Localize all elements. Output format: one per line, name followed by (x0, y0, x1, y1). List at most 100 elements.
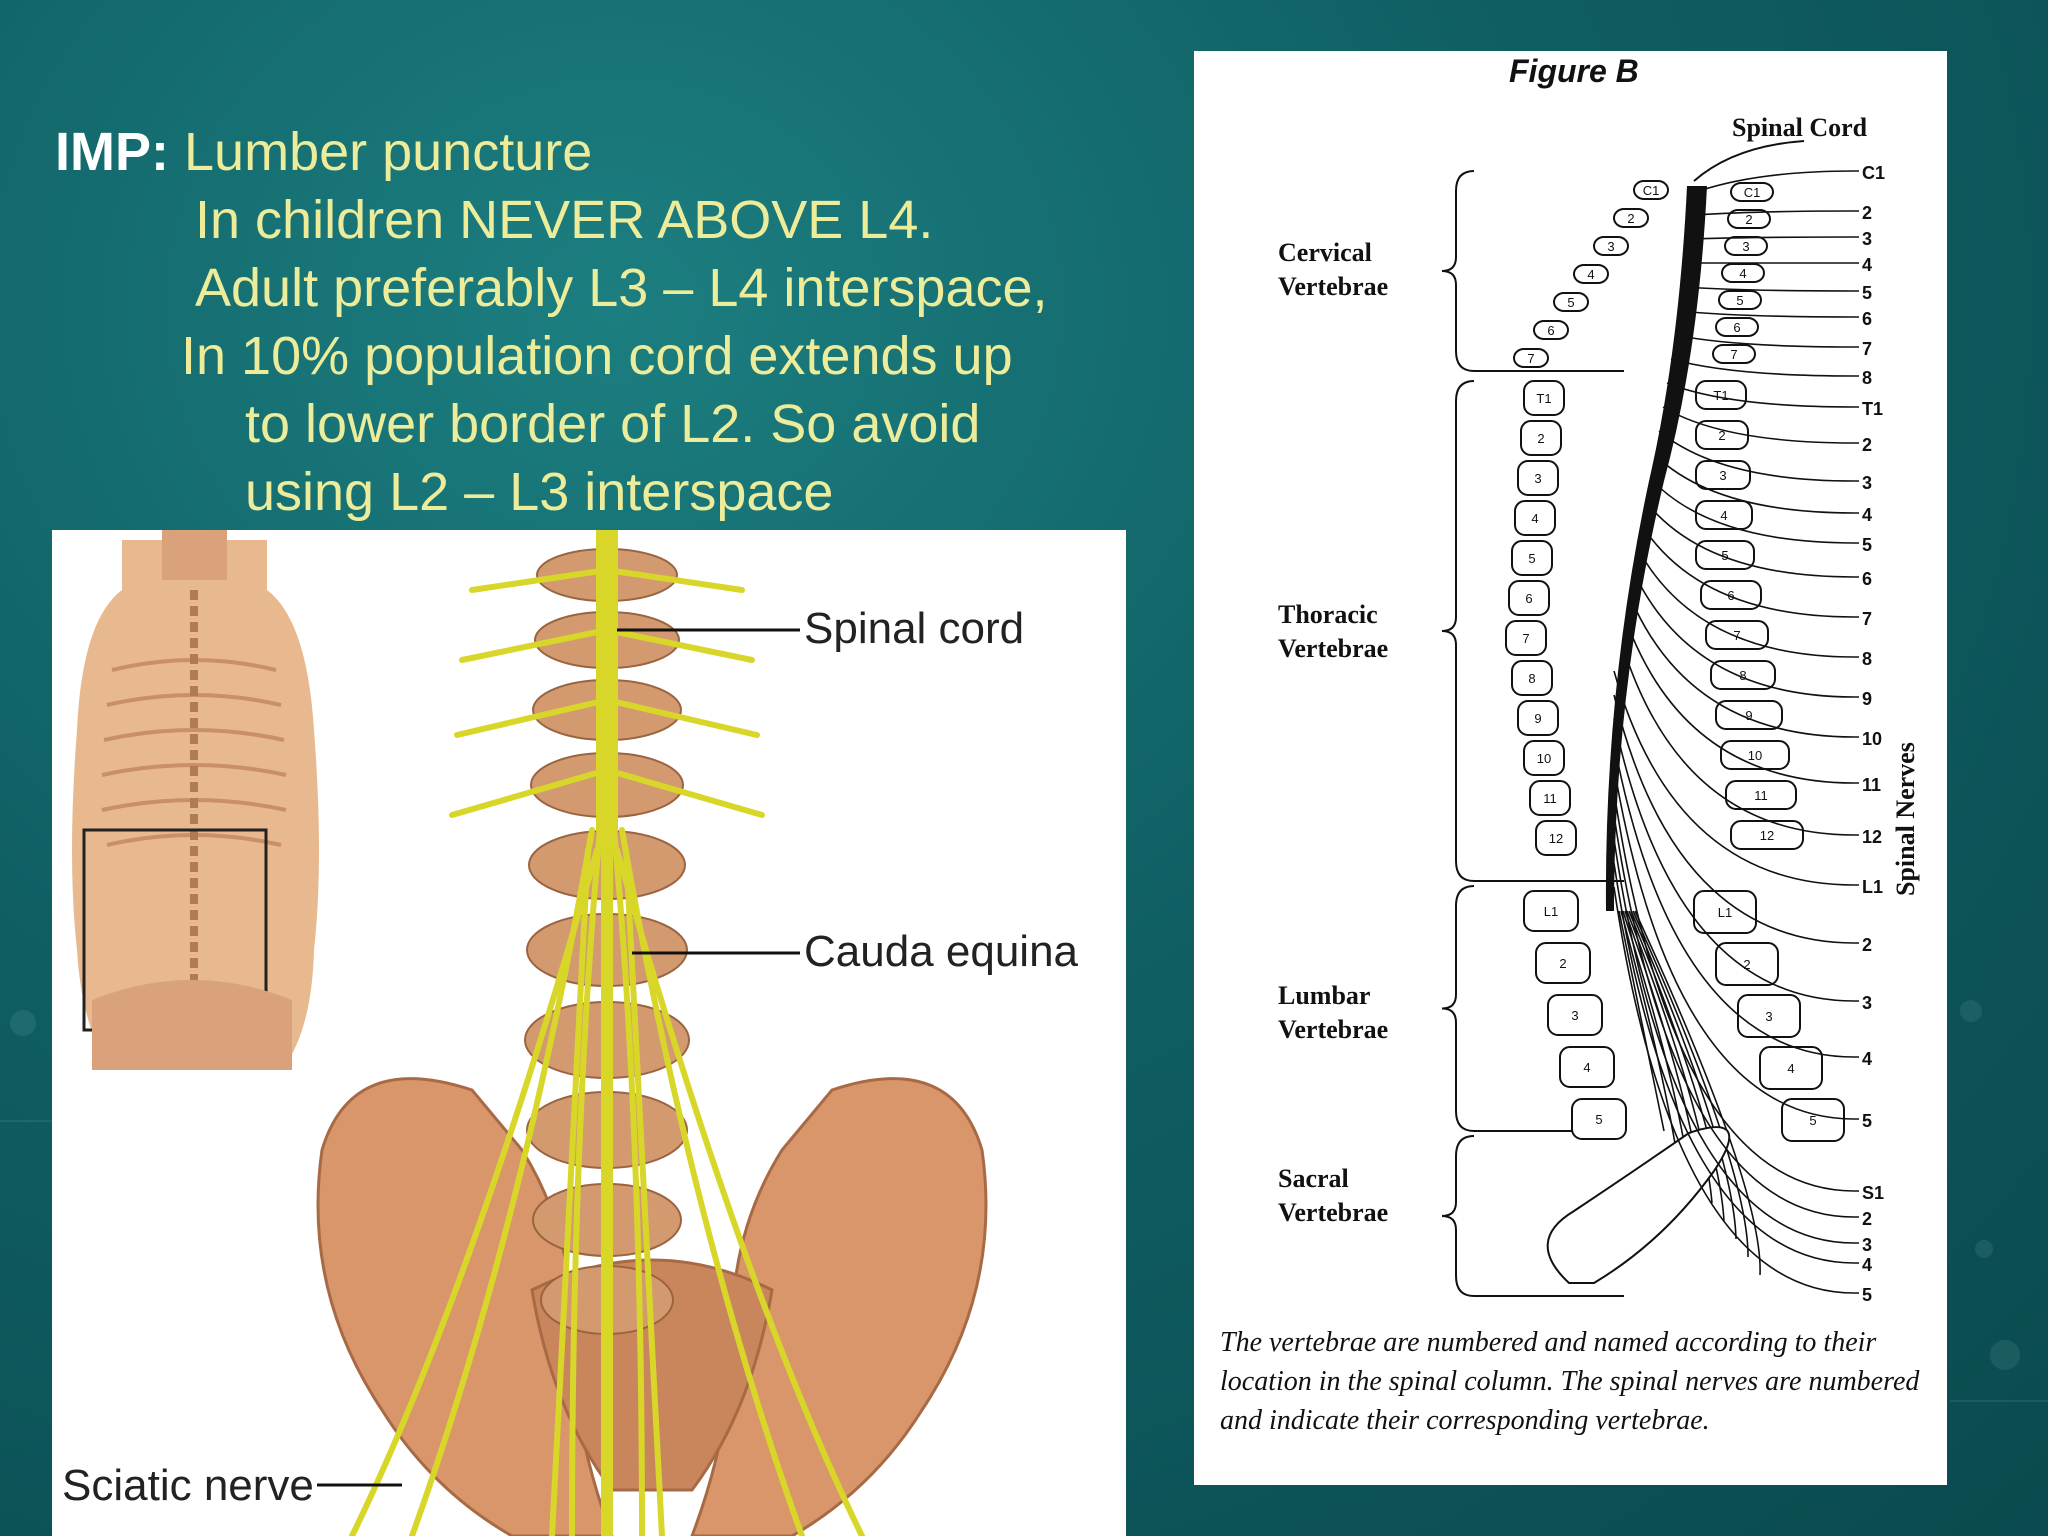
svg-text:7: 7 (1527, 351, 1534, 366)
background-dot (1960, 1000, 1982, 1022)
nerve-label: 2 (1862, 1209, 1872, 1229)
region-brace (1441, 170, 1624, 372)
spinal-nerve-line (1646, 502, 1859, 578)
right-vertebra: 11 (1725, 780, 1797, 810)
spinal-nerve-line (1654, 454, 1859, 514)
right-vertebra: 2 (1715, 942, 1779, 986)
spinal-nerve-line (1642, 526, 1859, 618)
nerve-label: 3 (1862, 229, 1872, 249)
spinal-nerve-line (1613, 766, 1859, 1120)
nerve-label: 3 (1862, 1235, 1872, 1255)
lumbar-spine-illustration: Spinal cord Cauda equina Sciatic nerve (52, 530, 1126, 1536)
svg-text:2: 2 (1537, 431, 1544, 446)
svg-text:5: 5 (1736, 293, 1743, 308)
right-vertebra: 8 (1710, 660, 1776, 690)
nerve-label: L1 (1862, 877, 1883, 897)
spinal-nerve-line (1613, 694, 1859, 944)
region-brace (1441, 1135, 1624, 1297)
svg-text:3: 3 (1742, 239, 1749, 254)
region-braces (1441, 170, 1624, 1297)
svg-text:6: 6 (1733, 320, 1740, 335)
svg-text:11: 11 (1543, 791, 1557, 806)
label-cauda-equina: Cauda equina (804, 927, 1079, 976)
left-vertebra: 7 (1505, 620, 1547, 656)
right-vertebra: 7 (1712, 344, 1756, 364)
right-vertebra: 5 (1695, 540, 1755, 570)
spinal-nerve-line (1650, 478, 1859, 544)
left-vertebra: 3 (1547, 994, 1603, 1036)
spinal-nerve-line (1622, 646, 1859, 836)
lumbar-puncture-heading: Lumber puncture (184, 122, 593, 182)
left-vertebra: 2 (1520, 420, 1562, 456)
left-vertebra: 4 (1559, 1046, 1615, 1088)
svg-text:3: 3 (1571, 1008, 1578, 1023)
svg-text:5: 5 (1595, 1112, 1602, 1127)
left-vertebra: 4 (1573, 264, 1609, 284)
nerve-label: 4 (1862, 1049, 1872, 1069)
svg-text:11: 11 (1754, 788, 1768, 803)
nerve-label: 2 (1862, 435, 1872, 455)
svg-text:4: 4 (1587, 267, 1594, 282)
back-thumbnail (72, 530, 319, 1070)
nerve-label: 6 (1862, 309, 1872, 329)
spinal-nerve-line (1698, 170, 1859, 192)
right-vertebra: 5 (1718, 290, 1762, 310)
spinal-nerve-line (1613, 862, 1859, 1264)
nerve-label: C1 (1862, 163, 1885, 183)
nerve-label: 2 (1862, 935, 1872, 955)
region-label-line1: Sacral (1278, 1164, 1349, 1193)
left-vertebra: 11 (1529, 780, 1571, 816)
nerve-label: 12 (1862, 827, 1882, 847)
right-vertebra: 10 (1720, 740, 1790, 770)
svg-text:4: 4 (1739, 266, 1746, 281)
text-line-3: Adult preferably L3 – L4 interspace, (195, 258, 1048, 318)
left-vertebra: 3 (1517, 460, 1559, 496)
spinal-nerve-line (1630, 598, 1859, 738)
svg-text:7: 7 (1522, 631, 1529, 646)
svg-text:L1: L1 (1544, 904, 1558, 919)
nerve-label: 5 (1862, 1285, 1872, 1305)
svg-text:4: 4 (1531, 511, 1538, 526)
background-dot (1975, 1240, 1993, 1258)
spinal-nerves-label: Spinal Nerves (1891, 742, 1920, 896)
label-sciatic-nerve: Sciatic nerve (62, 1461, 314, 1510)
spinal-nerve-line (1613, 718, 1859, 1002)
region-label-line2: Vertebrae (1278, 1198, 1388, 1227)
left-vertebra: 8 (1511, 660, 1553, 696)
svg-text:C1: C1 (1744, 185, 1761, 200)
nerve-label: 4 (1862, 255, 1872, 275)
figure-b-diagram: Figure B Spinal Cord CervicalVertebraeTh… (1278, 53, 1920, 1305)
nerve-label: 4 (1862, 1255, 1872, 1275)
spinal-nerve-line (1634, 574, 1859, 698)
nerve-label: 10 (1862, 729, 1882, 749)
region-label-line2: Vertebrae (1278, 634, 1388, 663)
spinal-cord-shape (1605, 186, 1707, 911)
right-vertebra: 5 (1781, 1098, 1845, 1142)
svg-text:T1: T1 (1536, 391, 1551, 406)
left-vertebra: 10 (1523, 740, 1565, 776)
spinal-nerve-line (1682, 286, 1859, 292)
svg-text:5: 5 (1567, 295, 1574, 310)
spinal-nerve-line (1694, 210, 1859, 216)
nerve-label: 11 (1862, 775, 1881, 795)
right-vertebra: 2 (1727, 209, 1771, 229)
spinal-nerve-line (1613, 742, 1859, 1058)
svg-text:8: 8 (1528, 671, 1535, 686)
left-vertebra: 6 (1508, 580, 1550, 616)
left-vertebra: 4 (1514, 500, 1556, 536)
svg-text:12: 12 (1549, 831, 1563, 846)
svg-text:3: 3 (1534, 471, 1541, 486)
nerve-label: 3 (1862, 993, 1872, 1013)
text-line-4: In 10% population cord extends up (181, 326, 1013, 386)
spinal-nerve-line (1638, 550, 1859, 658)
nerve-label: T1 (1862, 399, 1883, 419)
left-vertebra: 5 (1571, 1098, 1627, 1140)
left-vertebra: 7 (1513, 348, 1549, 368)
background-line (1950, 1400, 2048, 1402)
nerve-label: 6 (1862, 569, 1872, 589)
nerve-label: 4 (1862, 505, 1872, 525)
svg-text:10: 10 (1748, 748, 1762, 763)
